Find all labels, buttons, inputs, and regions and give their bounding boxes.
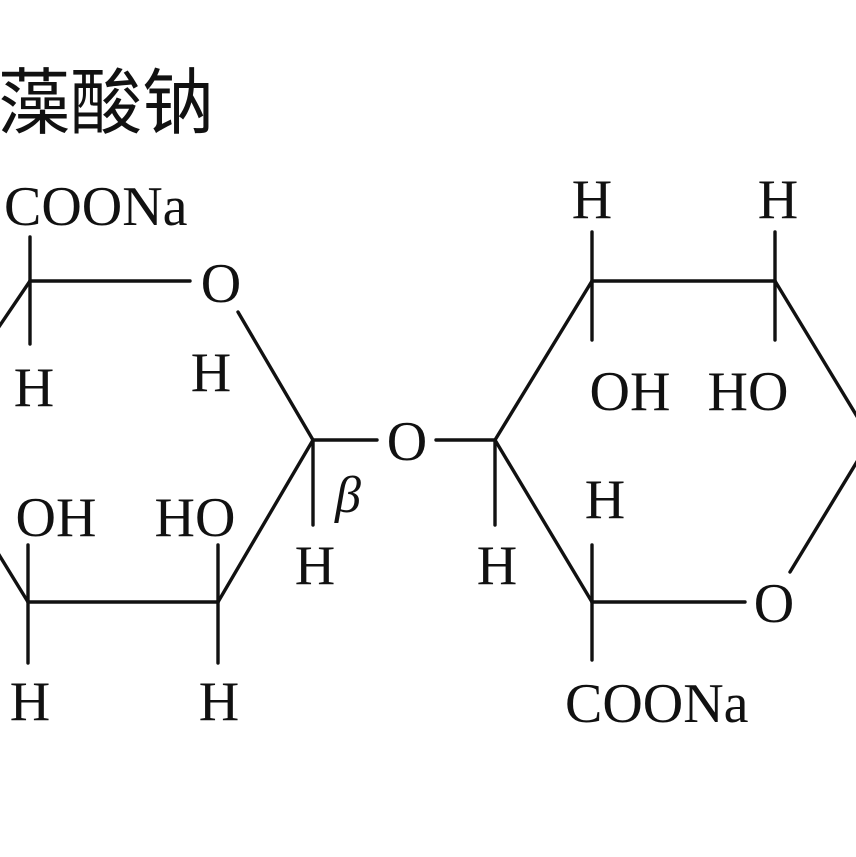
left-coona-label: COONa [4, 176, 188, 238]
right-oh-label: OH [590, 361, 671, 423]
left-ho-label: HO [155, 487, 236, 549]
bond-c4prime-c5prime [493, 438, 594, 604]
bond-c4prime-c3prime [493, 279, 594, 442]
bond-c4-c5 [0, 279, 32, 329]
right-h-lower-left-label: H [477, 535, 517, 597]
bond-c3-c4 [0, 553, 30, 604]
right-h-top-right-label: H [758, 169, 798, 231]
right-h-top-left-label: H [572, 169, 612, 231]
right-h-middle-label: H [585, 469, 625, 531]
right-ho-label: HO [708, 361, 789, 423]
left-h-lower-left-label: H [10, 671, 50, 733]
beta-linkage-label: β [334, 467, 361, 524]
right-ring-bonds [493, 230, 856, 662]
glycosidic-oxygen-label: O [387, 411, 427, 473]
left-oh-label: OH [16, 487, 97, 549]
bond-ring-oxygen-c1prime [788, 460, 856, 574]
right-coona-label: COONa [565, 673, 749, 735]
left-h-upper-left-label: H [14, 357, 54, 419]
left-ring-oxygen-label: O [201, 253, 241, 315]
bond-ring-oxygen-c1 [236, 310, 315, 442]
anomeric-h-label: H [295, 535, 335, 597]
left-h-upper-right-label: H [191, 342, 231, 404]
bond-c1-c2 [216, 438, 315, 604]
left-ring-bonds [0, 235, 315, 665]
compound-title: 藻酸钠 [0, 61, 214, 145]
bond-c2prime-c1prime [773, 279, 856, 418]
left-h-lower-right-label: H [199, 671, 239, 733]
right-ring-oxygen-label: O [754, 573, 794, 635]
